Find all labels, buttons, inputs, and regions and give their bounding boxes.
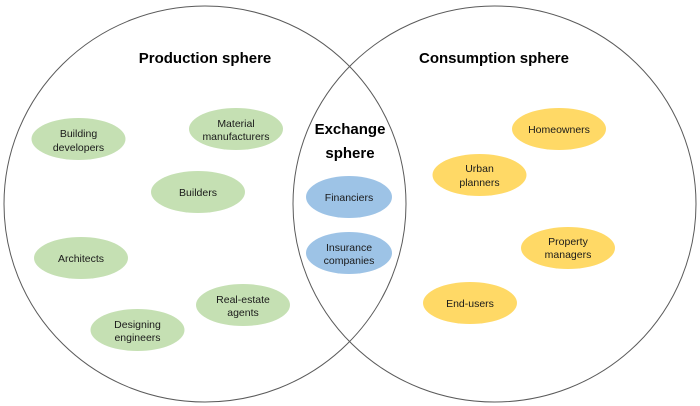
node-label-line: managers [545,249,592,261]
node-designing-engineers: Designing engineers [90,309,185,351]
node-material-manufacturers: Material manufacturers [189,108,283,150]
node-ellipse [196,284,290,326]
node-label-line: Urban [465,163,494,175]
node-ellipse [34,237,128,279]
node-ellipse [521,227,615,269]
node-real-estate-agents: Real-estate agents [196,284,290,326]
node-insurance-companies: Insurance companies [306,232,392,274]
node-ellipse [423,282,517,324]
node-label-line: agents [227,307,259,319]
production-sphere-title: Production sphere [139,50,272,67]
node-urban-planners: Urban planners [432,154,527,196]
node-label-line: Builders [179,187,217,199]
node-label-line: manufacturers [202,131,269,143]
node-label-line: Insurance [326,242,372,254]
exchange-sphere-title-line-1: Exchange [315,121,386,138]
node-label-line: Architects [58,253,104,265]
node-ellipse [512,108,606,150]
node-ellipse [432,154,527,196]
node-ellipse [151,171,245,213]
consumption-sphere-title: Consumption sphere [419,50,569,67]
node-ellipse [31,118,126,160]
node-label-line: companies [324,255,375,267]
node-ellipse [306,176,392,218]
node-builders: Builders [151,171,245,213]
node-label-line: Real-estate [216,294,270,306]
node-ellipse [306,232,392,274]
node-financiers: Financiers [306,176,392,218]
node-homeowners: Homeowners [512,108,606,150]
node-property-managers: Property managers [521,227,615,269]
exchange-sphere-title-line-2: sphere [325,145,374,162]
node-label-line: End-users [446,298,494,310]
node-end-users: End-users [423,282,517,324]
node-label-line: Financiers [325,192,373,204]
node-architects: Architects [34,237,128,279]
node-label-line: Building [60,128,98,140]
node-label-line: developers [53,142,104,154]
node-label-line: Material [217,118,254,130]
node-label-line: Property [548,236,588,248]
node-ellipse [189,108,283,150]
node-building-developers: Building developers [31,118,126,160]
node-label-line: planners [459,177,499,189]
production-sphere-circle [3,5,407,403]
node-label-line: Designing [114,319,161,331]
node-label-line: engineers [114,332,160,344]
node-label-line: Homeowners [528,124,590,136]
consumption-sphere-circle [292,5,697,403]
node-ellipse [90,309,185,351]
